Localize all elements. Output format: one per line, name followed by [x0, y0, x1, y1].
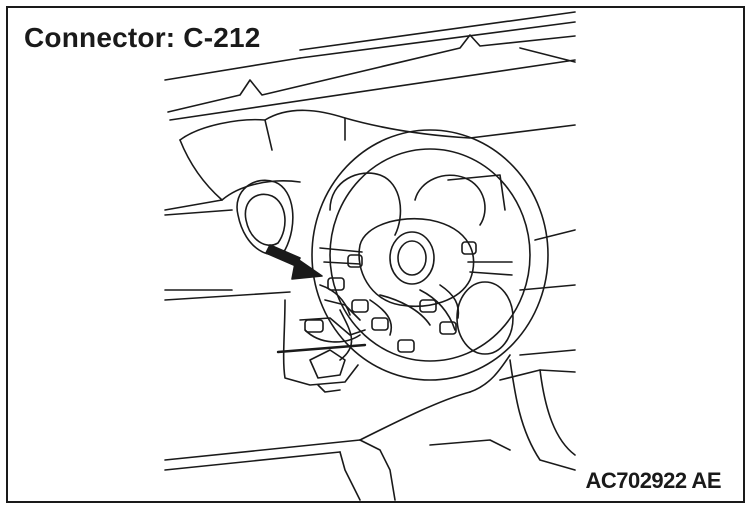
diagram-title: Connector: C-212	[24, 24, 265, 52]
steering-wheel	[311, 129, 549, 381]
windshield-lines	[164, 11, 576, 121]
dashboard-upper	[179, 109, 576, 201]
wiring-harness	[299, 277, 460, 361]
dashboard-left	[164, 199, 361, 471]
figure-code: AC702922 AE	[585, 468, 721, 493]
instrument-gauges	[236, 172, 506, 256]
dashboard-lower	[339, 229, 576, 501]
connector-pointer-arrow	[265, 244, 323, 280]
column-cover	[276, 299, 367, 393]
